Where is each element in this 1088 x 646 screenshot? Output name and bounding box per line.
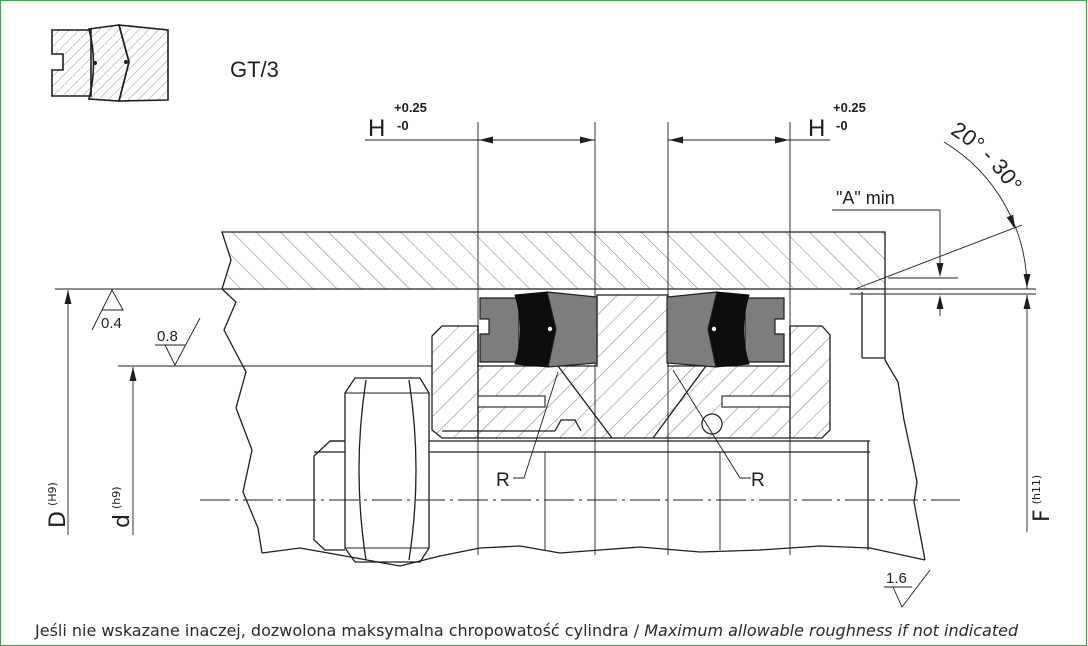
- arrowhead: [775, 136, 789, 144]
- icon-dot: [124, 60, 128, 64]
- radius-callout-left: R: [496, 371, 559, 491]
- break-line-right: [884, 359, 926, 561]
- rod-end-left: [313, 440, 345, 551]
- angle-label-path: 20° - 30°: [947, 116, 1027, 196]
- dimension-d-label: d (h9): [110, 486, 135, 528]
- arrowhead: [1006, 214, 1015, 229]
- break-line-left: [221, 288, 263, 554]
- a-min-label: "A" min: [836, 188, 895, 208]
- dimension-d: d (h9): [110, 367, 137, 535]
- radius-leader-right: [672, 369, 751, 479]
- dimension-F-symbol: F: [1030, 509, 1055, 522]
- seal-dot: [711, 326, 717, 332]
- seal-left: [479, 291, 598, 368]
- roughness-check-mark: [892, 569, 931, 608]
- radius-label-left: R: [496, 470, 510, 491]
- dimension-d-tolerance: (h9): [110, 486, 123, 509]
- dimension-D-symbol: D: [46, 511, 71, 528]
- h-left-lower-tolerance: -0: [397, 118, 409, 133]
- o-ring: [701, 413, 723, 435]
- piston-cone-right: [652, 365, 707, 439]
- h-left-upper-tolerance: +0.25: [394, 100, 427, 115]
- arrowhead: [580, 136, 594, 144]
- dimension-F: F (h11): [1023, 295, 1055, 532]
- icon-backup-ring: [51, 29, 92, 97]
- seal-gray-ring: [666, 291, 718, 368]
- h-right-symbol: H: [808, 115, 825, 142]
- footnote: Jeśli nie wskazane inaczej, dozwolona ma…: [35, 621, 1018, 641]
- roughness-value-second: 0.8: [157, 328, 178, 345]
- arrowhead: [936, 263, 944, 277]
- angle-arc: [943, 141, 1028, 290]
- h-right-upper-tolerance: +0.25: [833, 100, 866, 115]
- icon-dot: [93, 61, 97, 65]
- seal-gray-ring: [546, 291, 598, 368]
- slot-right: [721, 395, 791, 408]
- seal-backup-ring: [744, 297, 785, 363]
- dimension-D: D (H9): [46, 290, 72, 535]
- icon-outer-ring: [117, 24, 169, 102]
- nut-face-right: [408, 379, 417, 561]
- roughness-value-first: 0.4: [101, 315, 122, 332]
- footnote-text: Jeśli nie wskazane inaczej, dozwolona ma…: [35, 621, 645, 640]
- chamfer-line: [854, 224, 1023, 290]
- washer-step: [554, 419, 582, 432]
- break-line-bottom: [261, 545, 926, 567]
- radius-leader-left: [513, 371, 559, 479]
- a-min-dimension: "A" min: [832, 188, 958, 316]
- piston-cone-left: [557, 365, 613, 439]
- arrowhead: [64, 290, 72, 304]
- arrowhead: [1023, 295, 1031, 309]
- dimension-F-tolerance: (h11): [1030, 475, 1043, 505]
- seal-profile-icon: [51, 24, 169, 102]
- h-right-lower-tolerance: -0: [836, 118, 848, 133]
- roughness-check-mark: [91, 289, 124, 331]
- dimension-D-tolerance: (H9): [46, 482, 59, 506]
- seal-backup-ring: [479, 297, 520, 363]
- slot-left: [477, 395, 546, 408]
- roughness-symbol-first: 0.4: [91, 289, 124, 332]
- profile-title: GT/3: [230, 57, 279, 82]
- angle-label: 20° - 30°: [947, 116, 1027, 196]
- seal-dot: [547, 326, 553, 332]
- arrowhead: [479, 136, 493, 144]
- h-left-symbol: H: [368, 115, 385, 142]
- dimension-F-label: F (h11): [1030, 475, 1055, 522]
- roughness-value-third: 1.6: [886, 570, 907, 587]
- roughness-check-mark: [164, 317, 201, 366]
- h-dimension-left: H +0.25 -0: [365, 100, 595, 144]
- arrowhead: [129, 367, 137, 381]
- arrowhead: [936, 295, 944, 309]
- radius-callout-right: R: [672, 369, 765, 491]
- roughness-symbol-third: 1.6: [884, 569, 931, 608]
- dimension-d-symbol: d: [110, 514, 135, 528]
- h-dimension-right: H +0.25 -0: [668, 100, 866, 144]
- dimension-D-label: D (H9): [46, 482, 71, 528]
- roughness-symbol-second: 0.8: [155, 317, 201, 366]
- radius-label-right: R: [751, 470, 765, 491]
- housing: [221, 231, 886, 290]
- arrowhead: [1023, 274, 1031, 288]
- seal-right: [666, 291, 785, 368]
- arrowhead: [669, 136, 683, 144]
- nut-face-left: [358, 379, 367, 561]
- footnote-italic-text: Maximum allowable roughness if not indic…: [644, 621, 1019, 640]
